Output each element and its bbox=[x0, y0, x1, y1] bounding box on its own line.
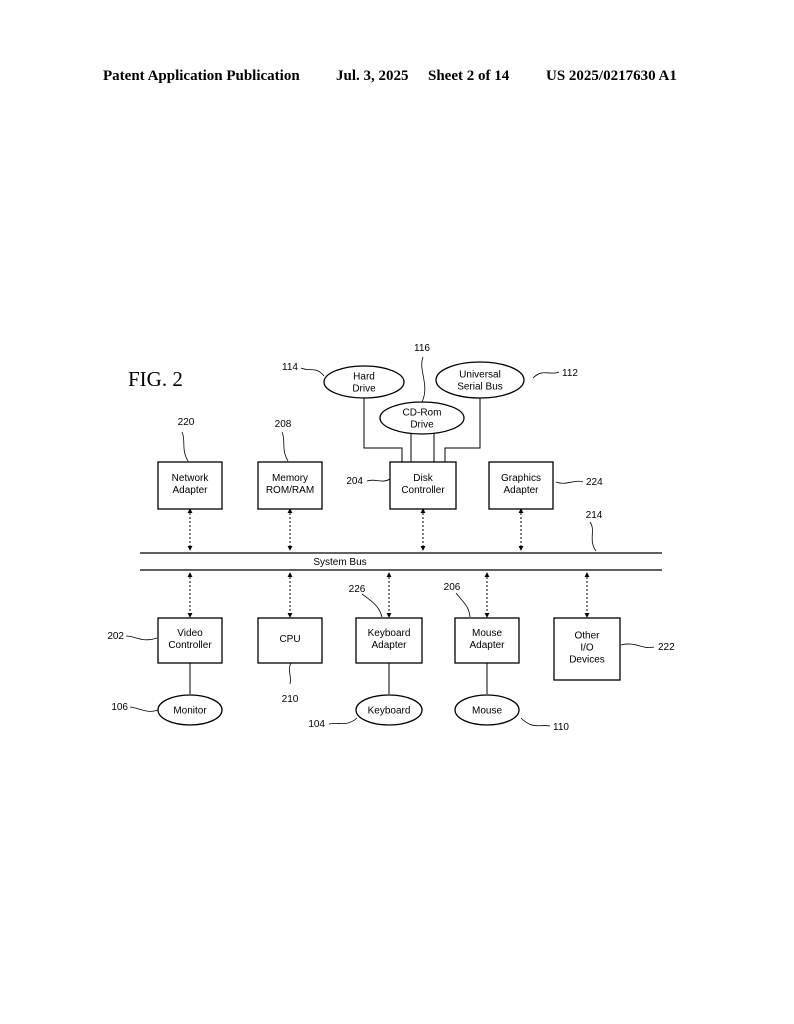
cd-rom-drive-ref: 116 bbox=[414, 343, 430, 354]
page-header: Patent Application Publication Jul. 3, 2… bbox=[0, 64, 794, 88]
monitor-label-line: Monitor bbox=[173, 706, 207, 717]
video-controller-ref: 202 bbox=[107, 631, 124, 642]
system-bus: System Bus 214 bbox=[140, 510, 662, 571]
keyboard-shape bbox=[355, 694, 423, 726]
graphics-adapter-label-line: Adapter bbox=[503, 485, 539, 496]
mouse-adapter-label-line: Mouse bbox=[472, 628, 502, 639]
oval-devices: HardDrive114CD-RomDrive116UniversalSeria… bbox=[111, 343, 578, 733]
figure-label: FIG. 2 bbox=[128, 367, 183, 391]
publication-date: Jul. 3, 2025 bbox=[336, 68, 409, 84]
memory-label-line: ROM/RAM bbox=[266, 485, 314, 496]
bus-connectors bbox=[187, 508, 590, 618]
keyboard-adapter-ref: 226 bbox=[349, 584, 366, 595]
memory-ref: 208 bbox=[275, 419, 292, 430]
publication-number: US 2025/0217630 A1 bbox=[546, 68, 677, 84]
video-controller-shape bbox=[157, 617, 223, 664]
other-io-devices-shape bbox=[553, 617, 621, 681]
memory-label-line: Memory bbox=[272, 473, 308, 484]
device-connectors bbox=[189, 663, 488, 694]
universal-serial-bus-ref: 112 bbox=[562, 368, 578, 379]
memory-shape bbox=[257, 461, 323, 510]
disk-controller-label-line: Disk bbox=[413, 473, 433, 484]
monitor-oval: Monitor 106 bbox=[111, 694, 223, 726]
other-io-devices-ref: 222 bbox=[658, 642, 675, 653]
network-adapter-shape bbox=[157, 461, 223, 510]
cpu-ref: 210 bbox=[282, 694, 299, 705]
keyboard-adapter-label-line: Adapter bbox=[371, 640, 407, 651]
keyboard-oval: Keyboard 104 bbox=[308, 694, 423, 730]
keyboard-label-line: Keyboard bbox=[368, 706, 411, 717]
leader-lines bbox=[125, 356, 655, 727]
universal-serial-bus-label-line: Universal bbox=[459, 370, 501, 381]
cpu-label-line: CPU bbox=[279, 634, 300, 645]
disk-controller-shape bbox=[389, 461, 457, 510]
mouse-adapter-ref: 206 bbox=[444, 582, 461, 593]
other-io-devices-label-line: Devices bbox=[569, 655, 605, 666]
graphics-adapter-ref: 224 bbox=[586, 477, 603, 488]
mouse-adapter-shape bbox=[454, 617, 520, 664]
hard-drive-ref: 114 bbox=[282, 362, 298, 373]
box-components: NetworkAdapter220MemoryROM/RAM208DiskCon… bbox=[107, 417, 675, 705]
mouse-adapter-label-line: Adapter bbox=[469, 640, 505, 651]
system-bus-ref: 214 bbox=[586, 510, 603, 521]
cpu-box: CPU 210 bbox=[257, 617, 323, 705]
other-io-devices-label-line: Other bbox=[574, 631, 600, 642]
keyboard-ref: 104 bbox=[308, 719, 325, 730]
universal-serial-bus-label-line: Serial Bus bbox=[457, 382, 503, 393]
video-controller-label-line: Controller bbox=[168, 640, 212, 651]
cpu-shape bbox=[257, 617, 323, 664]
hard-drive-shape bbox=[323, 365, 405, 399]
mouse-oval: Mouse 110 bbox=[454, 694, 569, 733]
universal-serial-bus-shape bbox=[435, 361, 525, 399]
sheet-number: Sheet 2 of 14 bbox=[428, 68, 510, 84]
hard-drive-label-line: Hard bbox=[353, 372, 375, 383]
network-adapter-ref: 220 bbox=[178, 417, 195, 428]
graphics-adapter-label-line: Graphics bbox=[501, 473, 541, 484]
disk-controller-ref: 204 bbox=[346, 476, 363, 487]
drive-connectors bbox=[363, 393, 481, 462]
hard-drive-label-line: Drive bbox=[352, 384, 376, 395]
mouse-ref: 110 bbox=[553, 722, 569, 733]
disk-controller-label-line: Controller bbox=[401, 485, 445, 496]
network-adapter-label-line: Network bbox=[172, 473, 210, 484]
network-adapter-label-line: Adapter bbox=[172, 485, 208, 496]
video-controller-label-line: Video bbox=[177, 628, 203, 639]
keyboard-adapter-shape bbox=[355, 617, 423, 664]
system-bus-label: System Bus bbox=[313, 557, 366, 568]
monitor-shape bbox=[157, 694, 223, 726]
monitor-ref: 106 bbox=[111, 702, 128, 713]
publication-title: Patent Application Publication bbox=[103, 68, 300, 84]
mouse-label-line: Mouse bbox=[472, 706, 502, 717]
cd-rom-drive-label-line: Drive bbox=[410, 420, 434, 431]
keyboard-adapter-label-line: Keyboard bbox=[368, 628, 411, 639]
graphics-adapter-shape bbox=[488, 461, 554, 510]
cd-rom-drive-shape bbox=[379, 401, 465, 435]
cd-rom-drive-label-line: CD-Rom bbox=[403, 408, 442, 419]
other-io-devices-label-line: I/O bbox=[580, 643, 594, 654]
mouse-shape bbox=[454, 694, 520, 726]
